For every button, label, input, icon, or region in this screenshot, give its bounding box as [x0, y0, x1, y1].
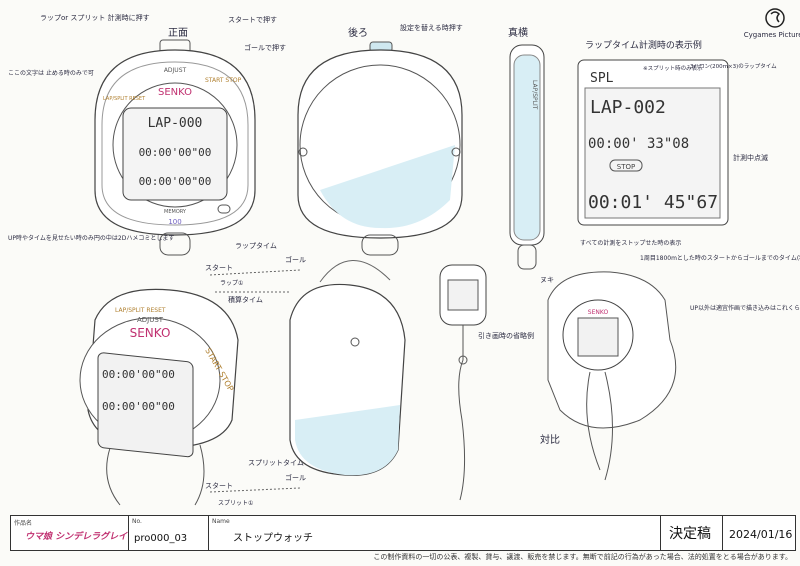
split-time-title: スプリットタイム — [248, 458, 304, 467]
lap-button-note: ラップor スプリット 計測時に押す — [40, 13, 150, 22]
status-value: 決定稿 — [669, 526, 711, 542]
date-value: 2024/01/16 — [729, 528, 793, 541]
split-goal-label: ゴール — [285, 473, 306, 482]
name-cell: Name ストップウォッチ — [209, 516, 661, 550]
lap-display-title: ラップタイム計測時の表示例 — [585, 39, 702, 51]
lap-start-label: スタート — [205, 263, 233, 272]
pull-note: 引き画時の省略例 — [478, 331, 534, 340]
number-label: No. — [132, 518, 142, 525]
detail-note: UP以外は適宜作画で描き込みはこれくらいで可です — [690, 304, 800, 312]
number-cell: No. pro000_03 — [129, 516, 209, 550]
display-stop: STOP — [617, 163, 635, 171]
number-value: pro000_03 — [134, 533, 188, 544]
total-time-label: 積算タイム — [228, 295, 263, 304]
front-memory-label: MEMORY — [164, 209, 187, 215]
front-adjust-label: ADJUST — [164, 67, 187, 74]
title-block: 作品名 ウマ娘 シンデレラグレイ No. pro000_03 Name ストップ… — [10, 515, 796, 551]
display-lap: LAP-002 — [590, 97, 666, 118]
lap-display-example: SPL LAP-002 00:00' 33"08 STOP 00:01' 45"… — [577, 59, 777, 247]
svg-text:LAP/SPLIT: LAP/SPLIT — [531, 80, 538, 110]
angled-brand: SENKO — [130, 326, 171, 340]
hold-brand: SENKO — [588, 309, 609, 316]
back-angled-watch-drawing — [289, 260, 406, 476]
work-title-label: 作品名 — [14, 520, 33, 527]
text-note: ここの文字は 止める時のみで可 — [8, 69, 94, 77]
front-lap-readout: LAP-000 — [148, 116, 203, 131]
lap-one-label: ラップ① — [220, 280, 243, 287]
front-start-stop-label: START STOP — [205, 77, 242, 84]
split-note: 1周目1800mとした時のスタートからゴールまでのタイム(積算タイム) — [640, 254, 800, 262]
view-side-label: 真横 — [508, 26, 528, 39]
hand-holding-watch-drawing: SENKO — [547, 271, 677, 481]
date-cell: 2024/01/16 — [723, 516, 795, 550]
studio-logo: Cygames Pictures — [744, 8, 800, 39]
view-back-label: 後ろ — [348, 26, 368, 39]
angled-time-row2: 00:00'00"00 — [102, 400, 175, 413]
view-front-label: 正面 — [168, 28, 188, 39]
hold-label: 対比 — [540, 433, 560, 446]
lap-time-title: ラップタイム — [235, 241, 277, 250]
blink-note: 計測中点滅 — [733, 153, 768, 162]
copyright-notice: この制作資料の一切の公表、複製、貸与、譲渡、販売を禁じます。無断で前記の行為があ… — [373, 553, 792, 561]
front-watch-drawing: SENKO ADJUST LAP/SPLIT RESET START STOP … — [94, 39, 256, 256]
split-one-label: スプリット① — [218, 500, 253, 507]
angled-watch-drawing: SENKO ADJUST LAP/SPLIT RESET START STOP … — [79, 288, 239, 506]
start-button-note: スタートで押す — [228, 15, 277, 24]
adjust-button-note: ゴールで押す — [244, 43, 286, 52]
front-memory-number: 100 — [168, 218, 181, 226]
pendant-watch-drawing — [439, 264, 487, 501]
back-button-note: 設定を替える時押す — [400, 23, 463, 32]
up-note: UP時やタイムを見せたい時のみ円の中は2Dハメコミとします — [8, 234, 174, 242]
front-time-row2: 00:00'00"00 — [139, 175, 212, 188]
display-spl: SPL — [590, 71, 614, 86]
display-row2: 00:01' 45"67 — [588, 192, 718, 213]
name-value: ストップウォッチ — [233, 533, 313, 544]
display-row1: 00:00' 33"08 — [588, 136, 689, 152]
angled-lap-reset-label: LAP/SPLIT RESET — [115, 307, 166, 314]
all-stop-note: すべての計測をストップせた時の表示 — [580, 239, 681, 247]
furlong-note: 3ハロン(200m×3)のラップタイム — [690, 62, 777, 70]
work-title-logo: ウマ娘 シンデレラグレイ — [25, 532, 128, 542]
spl-note: ※スプリット時のみ表示 — [643, 64, 703, 72]
work-title-cell: 作品名 ウマ娘 シンデレラグレイ — [11, 516, 129, 550]
front-brand: SENKO — [158, 87, 192, 98]
name-label: Name — [212, 518, 230, 525]
split-start-label: スタート — [205, 481, 233, 490]
front-lap-reset-label: LAP/SPLIT RESET — [103, 96, 146, 102]
back-watch-drawing — [297, 41, 463, 256]
angled-adjust-label: ADJUST — [137, 316, 164, 324]
angled-time-row1: 00:00'00"00 — [102, 368, 175, 381]
front-time-row1: 00:00'00"00 — [139, 146, 212, 159]
status-cell: 決定稿 — [661, 516, 723, 550]
side-watch-drawing: LAP/SPLIT ヌキ — [509, 44, 554, 284]
model-sheet: Cygames Pictures 正面 後ろ 真横 ラップタイム計測時の表示例 … — [8, 8, 800, 507]
studio-name: Cygames Pictures — [744, 31, 800, 39]
strap-note: ヌキ — [540, 276, 554, 284]
lap-goal-label: ゴール — [285, 255, 306, 264]
